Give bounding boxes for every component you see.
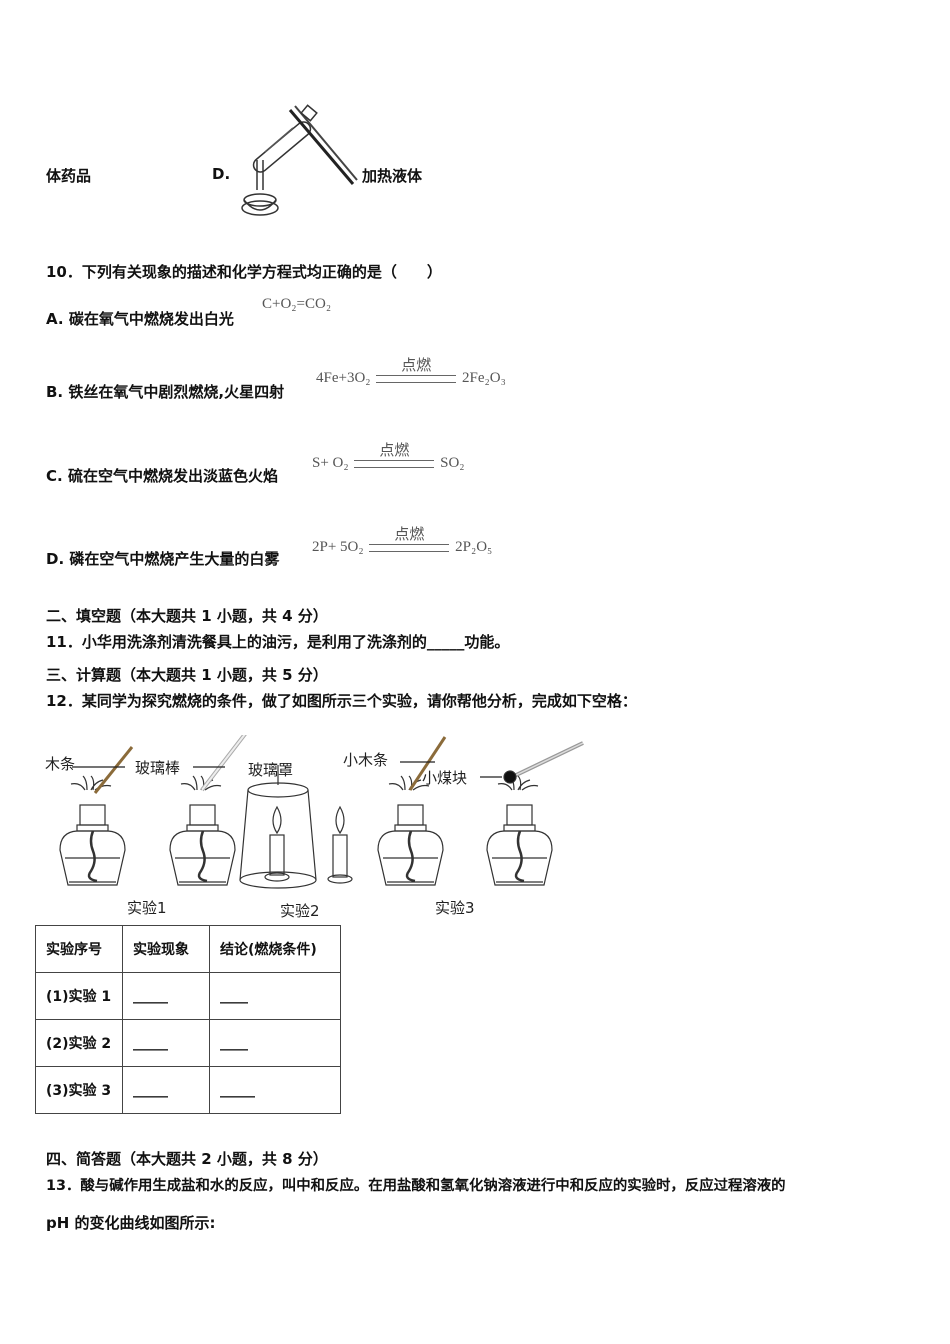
phenomenon-blank[interactable]: _____ — [122, 972, 210, 1020]
q13-line-1: 13．酸与碱作用生成盐和水的反应，叫中和反应。在用盐酸和氢氧化钠溶液进行中和反应… — [46, 1178, 786, 1194]
q11-text-before: 11．小华用洗涤剂清洗餐具上的油污，是利用了洗涤剂的 — [46, 633, 427, 651]
eq-lhs: C+O₂ — [262, 296, 297, 312]
option-text: 铁丝在氧气中剧烈燃烧,火星四射 — [68, 383, 285, 401]
eq-double-line: 点燃 — [354, 441, 435, 468]
q13-line-2: pH 的变化曲线如图所示: — [46, 1214, 216, 1232]
row-label: (2)实验 2 — [35, 1019, 123, 1067]
header-cell: 实验序号 — [35, 925, 123, 973]
section-4-heading: 四、简答题（本大题共 2 小题，共 8 分） — [46, 1150, 328, 1168]
header-cell: 实验现象 — [122, 925, 210, 973]
conclusion-blank[interactable]: _____ — [209, 1066, 341, 1114]
eq-lhs: S+ O₂ — [312, 455, 349, 471]
q10-a-equation: C+O₂=CO₂ — [262, 296, 331, 313]
q12-stem: 12．某同学为探究燃烧的条件，做了如图所示三个实验，请你帮他分析，完成如下空格： — [46, 692, 637, 710]
q10-d-equation: 2P+ 5O₂ 点燃 2P₂O₅ — [312, 525, 493, 556]
eq-lhs: 2P+ 5O₂ — [312, 539, 364, 555]
experiment-table: 实验序号 实验现象 结论(燃烧条件) (1)实验 1 _____ ____ (2… — [35, 925, 341, 1114]
q9-option-c-label-tail: 体药品 — [46, 167, 92, 185]
eq-rhs: CO₂ — [305, 296, 332, 312]
experiment-figure: 木条 玻璃棒 玻璃罩 小木条 小煤块 实验1 实验2 实验3 — [40, 735, 600, 920]
option-letter: D. — [46, 550, 65, 568]
q10-stem: 10．下列有关现象的描述和化学方程式均正确的是（ ） — [46, 263, 442, 281]
phenomenon-blank[interactable]: _____ — [122, 1066, 210, 1114]
caption-experiment-3: 实验3 — [435, 899, 475, 917]
eq-condition: 点燃 — [379, 440, 410, 459]
q11-text-after: 功能。 — [464, 633, 510, 651]
label-wood-strip: 木条 — [45, 755, 76, 773]
table-row: (3)实验 3 _____ _____ — [35, 1066, 341, 1114]
table-row: (1)实验 1 _____ ____ — [35, 972, 341, 1020]
option-letter: C. — [46, 467, 63, 485]
eq-double-line: 点燃 — [376, 356, 457, 383]
caption-experiment-2: 实验2 — [280, 902, 320, 920]
header-cell: 结论(燃烧条件) — [209, 925, 341, 973]
q9-option-d-letter: D. — [212, 165, 231, 183]
q10-option-d[interactable]: D. 磷在空气中燃烧产生大量的白雾 — [46, 548, 279, 569]
section-2-heading: 二、填空题（本大题共 1 小题，共 4 分） — [46, 607, 328, 625]
option-letter: A. — [46, 310, 64, 328]
eq-rhs: 2P₂O₅ — [455, 539, 493, 555]
phenomenon-blank[interactable]: _____ — [122, 1019, 210, 1067]
q10-c-equation: S+ O₂ 点燃 SO₂ — [312, 441, 465, 472]
eq-rhs: SO₂ — [440, 455, 465, 471]
row-label: (3)实验 3 — [35, 1066, 123, 1114]
label-glass-cover: 玻璃罩 — [248, 761, 294, 779]
q10-option-a[interactable]: A. 碳在氧气中燃烧发出白光 — [46, 308, 234, 329]
eq-sep: = — [296, 296, 305, 312]
q10-option-b[interactable]: B. 铁丝在氧气中剧烈燃烧,火星四射 — [46, 381, 284, 402]
label-glass-rod: 玻璃棒 — [135, 759, 181, 777]
q10-b-equation: 4Fe+3O₂ 点燃 2Fe₂O₃ — [316, 356, 506, 387]
caption-experiment-1: 实验1 — [127, 899, 167, 917]
label-small-coal: 小煤块 — [422, 769, 468, 787]
q10-option-c[interactable]: C. 硫在空气中燃烧发出淡蓝色火焰 — [46, 465, 278, 486]
eq-rhs: 2Fe₂O₃ — [462, 370, 506, 386]
eq-condition: 点燃 — [401, 355, 432, 374]
eq-lhs: 4Fe+3O₂ — [316, 370, 371, 386]
option-text: 硫在空气中燃烧发出淡蓝色火焰 — [67, 467, 278, 485]
option-text: 碳在氧气中燃烧发出白光 — [68, 310, 234, 328]
option-text: 磷在空气中燃烧产生大量的白雾 — [69, 550, 280, 568]
q9-option-d-label: 加热液体 — [362, 167, 423, 185]
option-letter: B. — [46, 383, 64, 401]
section-3-heading: 三、计算题（本大题共 1 小题，共 5 分） — [46, 666, 328, 684]
table-header-row: 实验序号 实验现象 结论(燃烧条件) — [35, 925, 341, 973]
test-tube-heating-icon — [241, 104, 358, 216]
experiment-apparatus-icon — [59, 735, 584, 889]
q11: 11．小华用洗涤剂清洗餐具上的油污，是利用了洗涤剂的_____功能。 — [46, 631, 509, 652]
eq-double-line: 点燃 — [369, 525, 450, 552]
label-small-wood-strip: 小木条 — [343, 751, 389, 769]
eq-condition: 点燃 — [394, 524, 425, 543]
q11-blank[interactable]: _____ — [426, 633, 465, 651]
table-row: (2)实验 2 _____ ____ — [35, 1019, 341, 1067]
conclusion-blank[interactable]: ____ — [209, 972, 341, 1020]
row-label: (1)实验 1 — [35, 972, 123, 1020]
conclusion-blank[interactable]: ____ — [209, 1019, 341, 1067]
